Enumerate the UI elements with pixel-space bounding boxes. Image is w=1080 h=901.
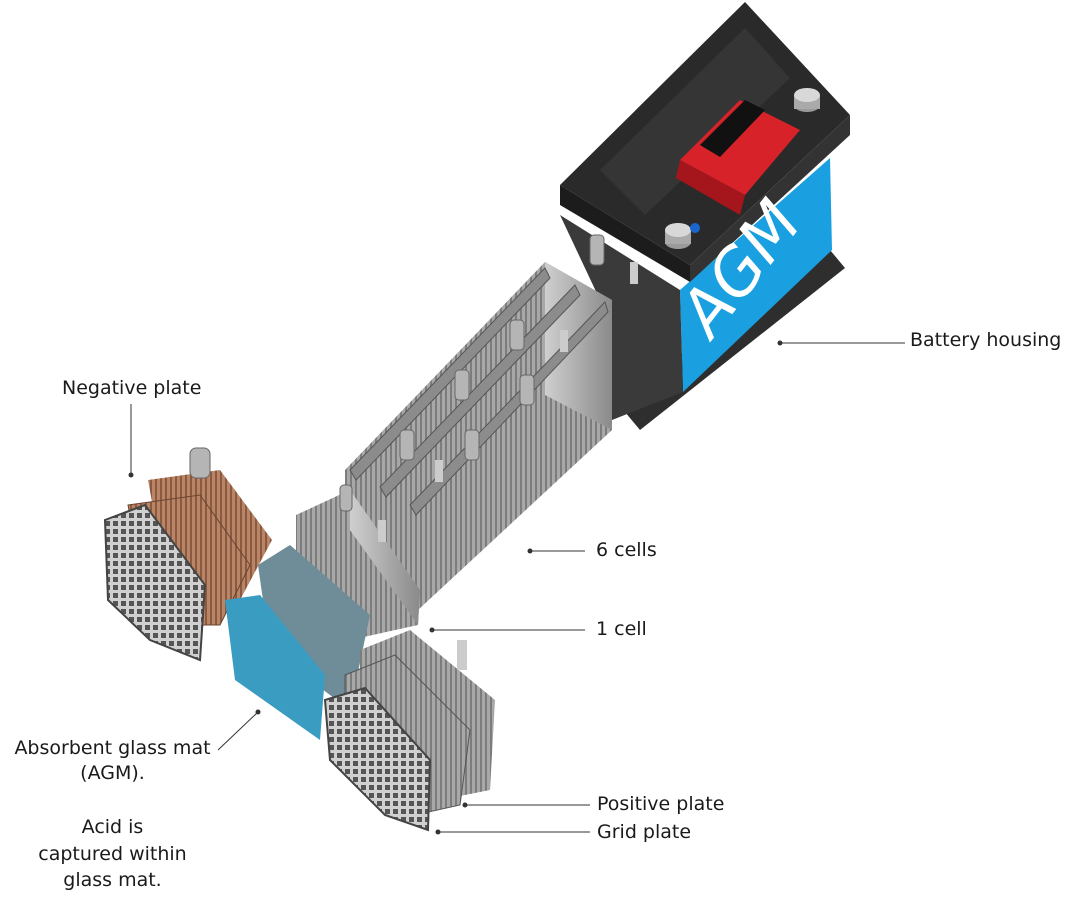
leader-dots	[128, 340, 783, 835]
grid-plate-label: Grid plate	[597, 821, 692, 843]
positive-plate-label: Positive plate	[597, 793, 725, 815]
glass-mat-illustration	[225, 545, 370, 740]
bottom-grid-plate-illustration	[323, 686, 432, 832]
battery-housing-label: Battery housing	[910, 329, 1062, 351]
one-cell-label: 1 cell	[596, 618, 647, 640]
six-cells-illustration	[345, 234, 638, 610]
acid-label-line2: captured within	[38, 843, 187, 865]
leader-lines	[130, 342, 905, 833]
battery-housing-illustration	[560, 2, 850, 430]
agm-label-line2: (AGM).	[80, 762, 145, 784]
acid-label-line3: glass mat.	[63, 869, 162, 891]
agm-label-line1: Absorbent glass mat	[14, 737, 211, 759]
negative-plate-label: Negative plate	[62, 377, 202, 399]
left-grid-plate-illustration	[103, 503, 207, 662]
six-cells-label: 6 cells	[596, 539, 657, 561]
acid-label-line1: Acid is	[81, 816, 144, 838]
